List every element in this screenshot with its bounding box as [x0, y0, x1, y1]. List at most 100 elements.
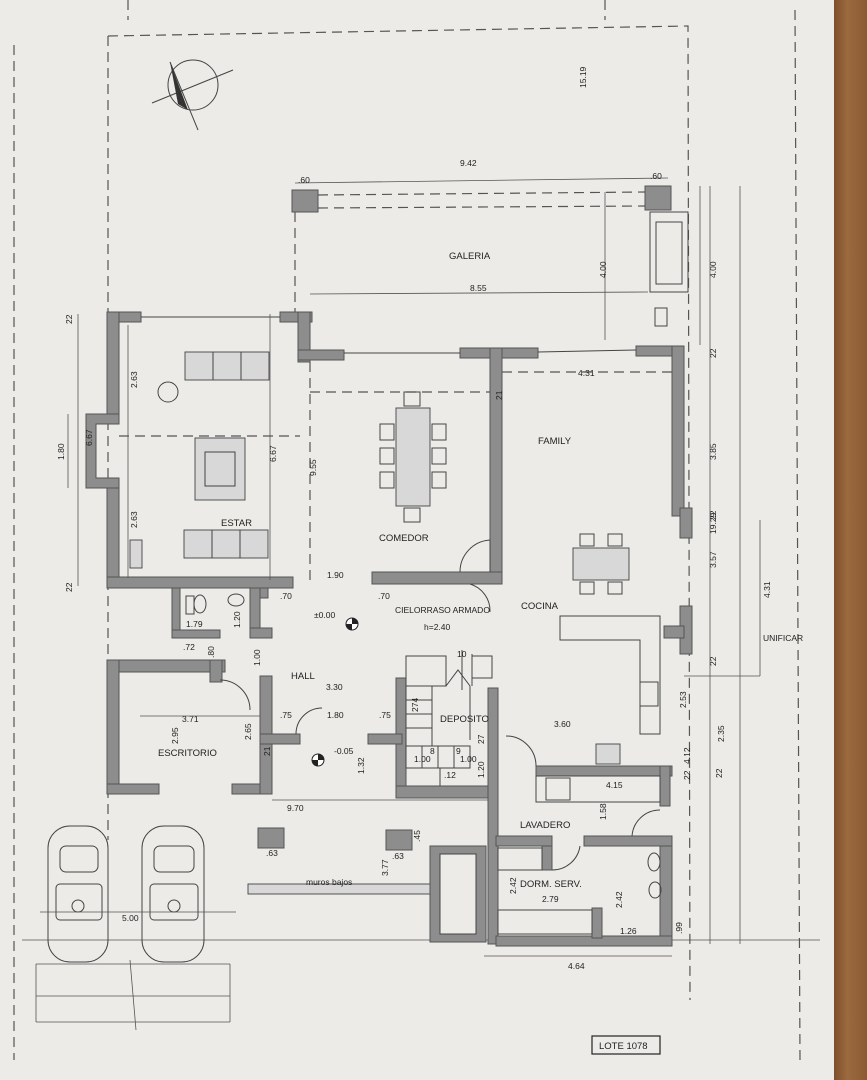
- dim-19-29: 19.29: [708, 512, 718, 534]
- dim-8-55: 8.55: [470, 283, 487, 293]
- dim-60-left: .60: [298, 175, 310, 185]
- dim-1-20-bano: 1.20: [232, 611, 242, 628]
- dim-4-64: 4.64: [568, 961, 585, 971]
- dim-22-b: 22: [64, 582, 74, 592]
- dim-6-67-b: 6.67: [268, 445, 278, 462]
- openings: [67, 314, 672, 871]
- dim-22-e: 22: [708, 656, 718, 666]
- dim-1-00-a: 1.00: [252, 649, 262, 666]
- room-family: FAMILY: [538, 436, 572, 447]
- note-unificar: UNIFICAR: [763, 633, 803, 643]
- car-left: [47, 825, 109, 963]
- dim-3-85: 3.85: [708, 443, 718, 460]
- dim-22-f: 22: [714, 768, 724, 778]
- dim-1-00-b: 1.00: [414, 754, 431, 764]
- dim-22-g: 22: [682, 770, 692, 780]
- dim-99: .99: [674, 922, 684, 934]
- room-deposito: DEPOSITO: [440, 714, 489, 725]
- galeria-area: [291, 177, 701, 345]
- dim-1-90: 1.90: [327, 570, 344, 580]
- dim-60-right: .60: [650, 171, 662, 181]
- dim-27: 27: [476, 734, 486, 744]
- dim-3-60: 3.60: [554, 719, 571, 729]
- dim-9-70: 9.70: [287, 803, 304, 813]
- lower-table: [35, 959, 231, 1031]
- dim-2-65: 2.65: [243, 723, 253, 740]
- dim-1-80-hall: 1.80: [327, 710, 344, 720]
- room-comedor: COMEDOR: [379, 533, 429, 544]
- dim-75-a: .75: [280, 710, 292, 720]
- dim-1-80-estar: 1.80: [56, 443, 66, 460]
- level-lower: -0.05: [334, 746, 354, 756]
- note-muros-bajos: muros bajos: [306, 877, 352, 887]
- dim-15-19: 15.19: [578, 66, 588, 88]
- dim-63-a: .63: [266, 848, 278, 858]
- dim-274: 274: [410, 698, 420, 712]
- dim-9-42: 9.42: [460, 158, 477, 168]
- dim-2-53: 2.53: [678, 691, 688, 708]
- dim-1-79: 1.79: [186, 619, 203, 629]
- dim-5-00: 5.00: [122, 913, 139, 923]
- dim-9-55: 9.55: [308, 459, 318, 476]
- dim-45: .45: [412, 830, 422, 842]
- level-marker-hall-icon: [345, 617, 359, 631]
- dim-1-26: 1.26: [620, 926, 637, 936]
- dim-22-c: 22: [708, 348, 718, 358]
- step-10: 10: [457, 649, 467, 659]
- dim-22-d: 22: [708, 510, 718, 520]
- dim-1-20-dep: 1.20: [476, 761, 486, 778]
- dim-2-95: 2.95: [170, 727, 180, 744]
- dim-2-79: 2.79: [542, 894, 559, 904]
- dim-2-42-a: 2.42: [508, 877, 518, 894]
- dim-21-b: 21: [262, 746, 272, 756]
- room-galeria: GALERIA: [449, 251, 491, 262]
- walls: [85, 311, 693, 947]
- furniture: [129, 351, 662, 935]
- room-hall: HALL: [291, 671, 315, 682]
- dim-63-b: .63: [392, 851, 404, 861]
- dim-3-57: 3.57: [708, 551, 718, 568]
- dim-3-30: 3.30: [326, 682, 343, 692]
- wooden-table-edge: [834, 0, 867, 1080]
- dim-1-58: 1.58: [598, 803, 608, 820]
- room-lavadero: LAVADERO: [520, 820, 570, 831]
- dim-75-b: .75: [379, 710, 391, 720]
- note-height: h=2.40: [424, 622, 451, 632]
- step-8: 8: [430, 746, 435, 756]
- dim-72: .72: [183, 642, 195, 652]
- dim-1-00-c: 1.00: [460, 754, 477, 764]
- dim-4-31-unificar: 4.31: [762, 581, 772, 598]
- step-9: 9: [456, 746, 461, 756]
- dim-4-12: 4.12: [682, 747, 692, 764]
- dim-1-32: 1.32: [356, 757, 366, 774]
- dim-2-35: 2.35: [716, 725, 726, 742]
- dim-70-a: .70: [280, 591, 292, 601]
- north-arrow-icon: [151, 59, 234, 131]
- lote-box: [591, 1035, 661, 1055]
- dim-4-00-b: 4.00: [708, 261, 718, 278]
- dim-80: .80: [206, 646, 216, 658]
- car-right: [141, 825, 205, 963]
- lote-label: LOTE 1078: [599, 1041, 648, 1052]
- dim-2-63-a: 2.63: [129, 371, 139, 388]
- room-estar: ESTAR: [221, 518, 252, 529]
- level-marker-lower-icon: [311, 753, 325, 767]
- dim-3-71: 3.71: [182, 714, 199, 724]
- dim-22-a: 22: [64, 314, 74, 324]
- room-dorm-serv: DORM. SERV.: [520, 879, 582, 890]
- dimension-lines: [40, 186, 761, 957]
- dim-12: .12: [444, 770, 456, 780]
- level-hall: ±0.00: [314, 610, 335, 620]
- dim-3-77: 3.77: [380, 859, 390, 876]
- dim-4-15: 4.15: [606, 780, 623, 790]
- dim-70-b: .70: [378, 591, 390, 601]
- dim-4-31-family: 4.31: [578, 368, 595, 378]
- dim-2-42-b: 2.42: [614, 891, 624, 908]
- dim-4-00-a: 4.00: [598, 261, 608, 278]
- dim-21-a: 21: [494, 390, 504, 400]
- room-cocina: COCINA: [521, 601, 559, 612]
- lot-boundary: [13, 0, 820, 1061]
- room-escritorio: ESCRITORIO: [158, 748, 217, 759]
